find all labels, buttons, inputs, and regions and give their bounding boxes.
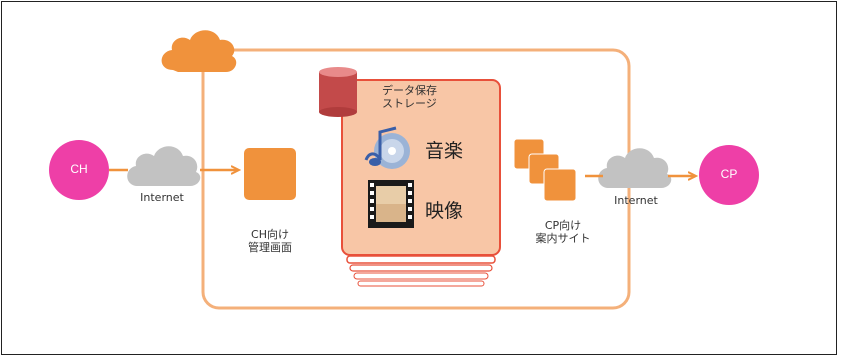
ch-admin-label-line2: 管理画面 [248, 241, 292, 254]
internet-cloud-icon-right [598, 148, 672, 188]
cp-site-label-line1: CP向け [544, 219, 582, 232]
internet-label-right: Internet [614, 194, 658, 207]
storage-label-line1: データ保存 [382, 84, 437, 97]
ch-admin-label: CH向け 管理画面 [234, 228, 306, 254]
storage-label: データ保存 ストレージ [382, 84, 462, 110]
cp-node-label: CP [720, 167, 738, 181]
database-icon [319, 67, 357, 117]
video-label: 映像 [425, 200, 464, 222]
ch-admin-icon [244, 148, 296, 200]
cp-node [699, 145, 759, 205]
music-disc-icon [364, 126, 410, 169]
internet-label-left: Internet [140, 191, 184, 204]
orange-cloud-icon [161, 30, 237, 72]
ch-admin-label-line1: CH向け [251, 228, 289, 241]
cp-site-label: CP向け 案内サイト [523, 219, 603, 245]
music-label: 音楽 [425, 140, 464, 162]
ch-node-label: CH [70, 162, 88, 176]
ch-node [49, 140, 109, 200]
cp-site-label-line2: 案内サイト [535, 232, 591, 245]
film-strip-icon [368, 180, 414, 228]
internet-cloud-icon-left [127, 146, 201, 186]
cp-site-stack-icon [513, 138, 577, 202]
storage-stack-lines [346, 255, 496, 287]
storage-label-line2: ストレージ [382, 97, 437, 110]
